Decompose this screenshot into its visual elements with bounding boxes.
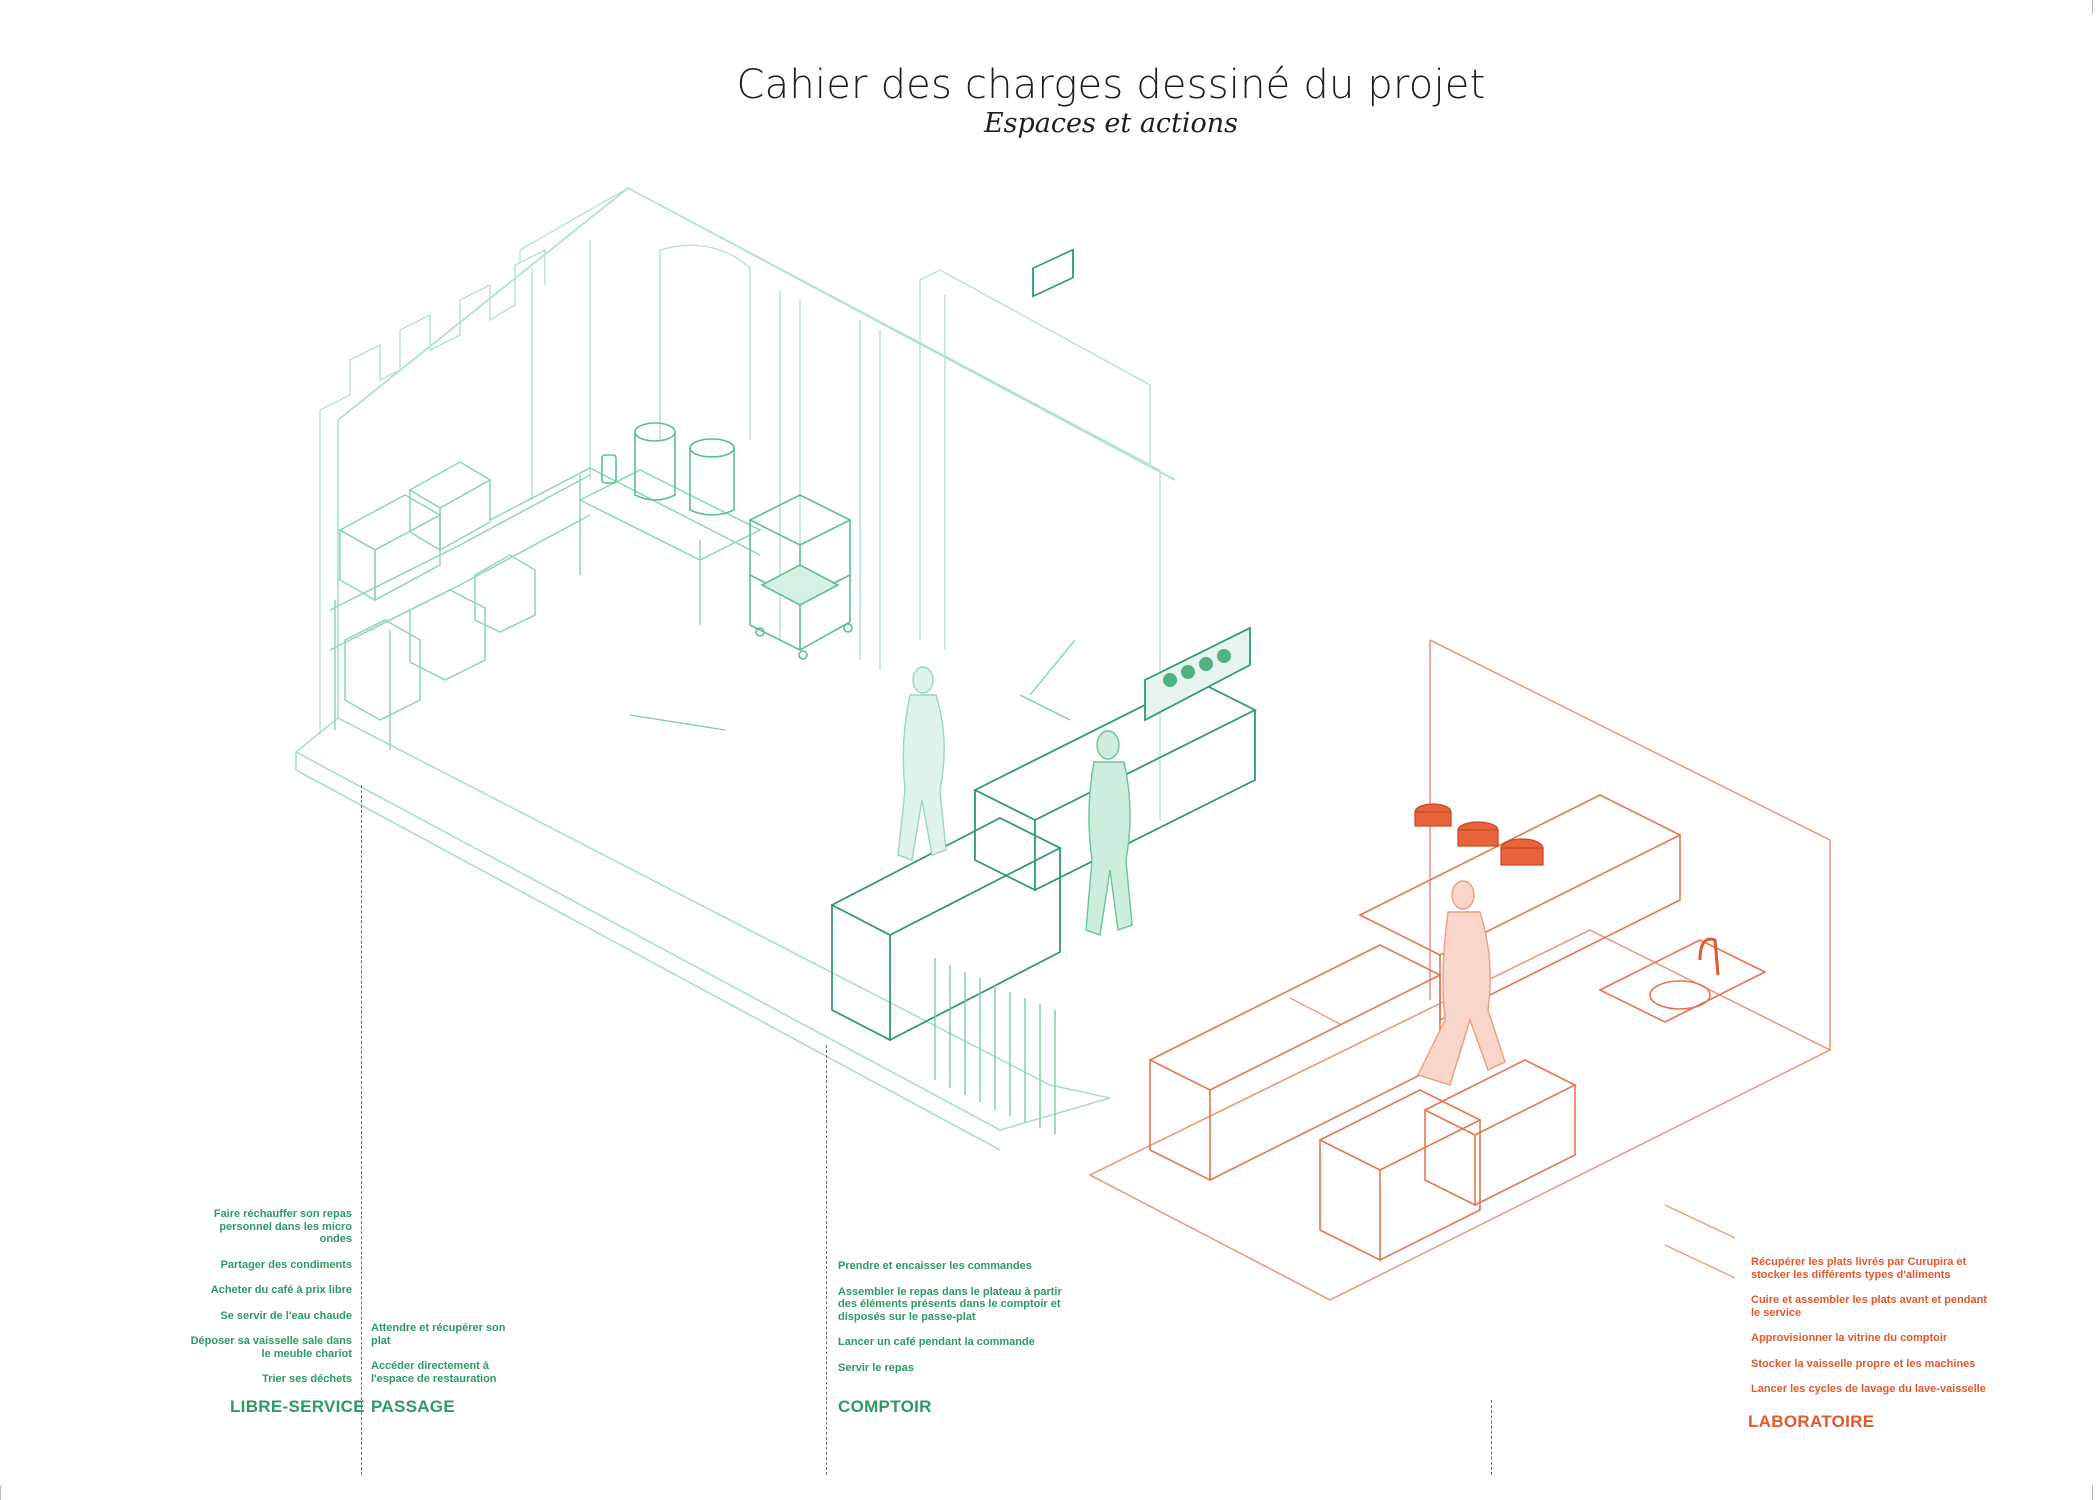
server-figure [1085, 730, 1133, 936]
action-item: Accéder directement à l'espace de restau… [371, 1360, 497, 1385]
crop-mark [2092, 0, 2093, 14]
action-item: Servir le repas [838, 1361, 914, 1374]
action-item: Se servir de l'eau chaude [220, 1309, 352, 1322]
customer-figure [897, 666, 947, 861]
separator-libre-passage [361, 785, 362, 1475]
action-item: Récupérer les plats livrés par Curupira … [1751, 1256, 1967, 1281]
zone-label-passage: PASSAGE [371, 1397, 455, 1416]
passage-actions: Attendre et récupérer son plat Accéder d… [371, 1322, 521, 1398]
comptoir-actions: Prendre et encaisser les commandes Assem… [838, 1260, 1073, 1387]
action-item: Stocker la vaisselle propre et les machi… [1751, 1357, 1976, 1370]
page-subtitle: Espaces et actions [983, 108, 1239, 139]
separator-passage-comptoir [826, 1045, 827, 1475]
action-item: Lancer un café pendant la commande [838, 1336, 1035, 1348]
zone-label-libre-service: LIBRE-SERVICE [230, 1397, 365, 1416]
action-item: Trier ses déchets [262, 1373, 352, 1385]
action-item: Acheter du café à prix libre [210, 1284, 352, 1296]
back-wall [319, 187, 1161, 820]
action-item: Prendre et encaisser les commandes [838, 1260, 1032, 1272]
crop-mark [0, 1485, 1, 1500]
separator-comptoir-labo [1491, 1400, 1492, 1475]
action-item: Déposer sa vaisselle sale dans le meuble… [190, 1335, 352, 1360]
action-item: Partager des condiments [220, 1258, 352, 1271]
laboratoire-furniture [1148, 794, 1767, 1262]
flow-arrows-orange [1289, 997, 1736, 1279]
zone-label-laboratoire: LABORATOIRE [1748, 1412, 1875, 1431]
libre-service-floor [294, 187, 1176, 1151]
action-item: Approvisionner la vitrine du comptoir [1751, 1332, 1948, 1344]
crop-mark [2092, 1485, 2093, 1500]
action-item: Faire réchauffer son repas personnel dan… [213, 1208, 352, 1245]
shelving-units [329, 461, 762, 750]
page-title: Cahier des charges dessiné du projet [736, 62, 1486, 108]
comptoir-counter [830, 248, 1258, 1134]
zone-label-comptoir: COMPTOIR [838, 1397, 932, 1416]
coffee-urns [601, 422, 735, 516]
cook-figure [1417, 880, 1506, 1086]
service-cart [748, 494, 853, 660]
libre-service-actions: Faire réchauffer son repas personnel dan… [190, 1208, 352, 1399]
orange-containers [1414, 803, 1544, 866]
laboratoire-actions: Récupérer les plats livrés par Curupira … [1751, 1256, 1996, 1409]
action-item: Lancer les cycles de lavage du lave-vais… [1751, 1383, 1986, 1395]
flow-arrows-green [629, 639, 1076, 731]
action-item: Attendre et récupérer son plat [371, 1322, 506, 1347]
action-item: Assembler le repas dans le plateau à par… [838, 1285, 1062, 1323]
action-item: Cuire et assembler les plats avant et pe… [1751, 1294, 1987, 1319]
